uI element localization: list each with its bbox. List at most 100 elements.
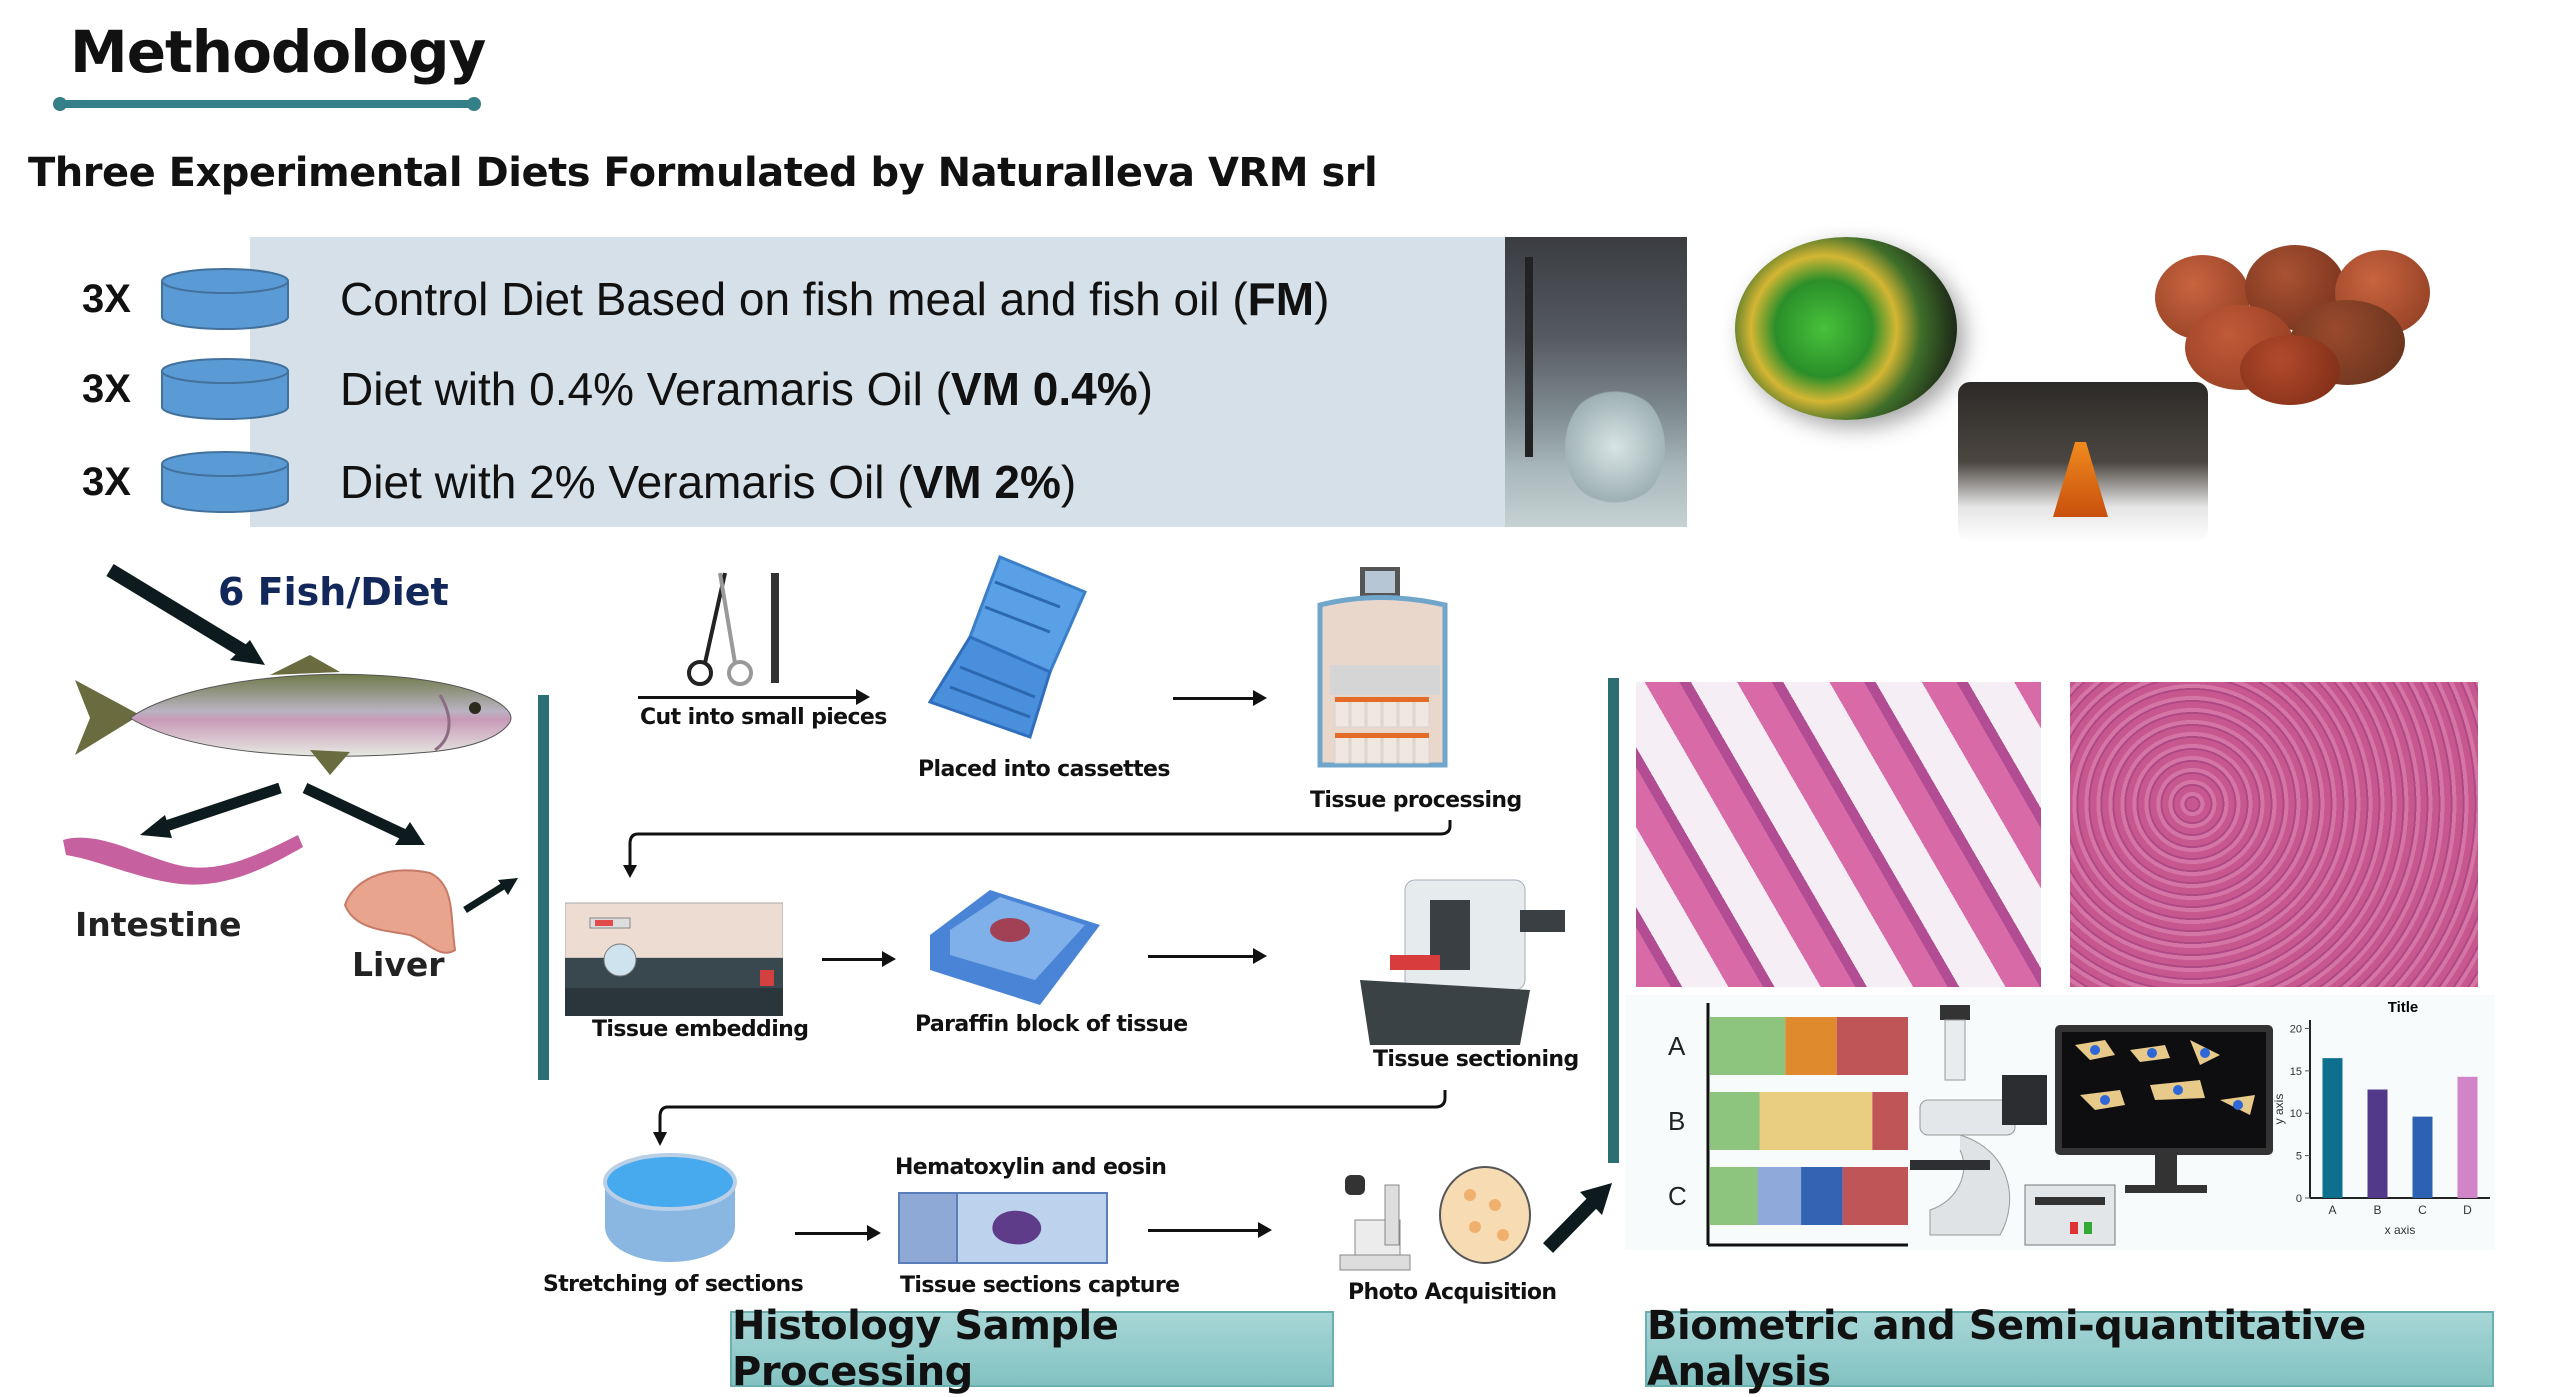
fish-count-label: 6 Fish/Diet	[218, 570, 449, 614]
step-label: Placed into cassettes	[918, 757, 1170, 782]
arrow-to-analysis-icon	[1542, 1183, 1612, 1253]
stacked-bar-segment	[1801, 1167, 1843, 1225]
aquaculture-tanks-photo	[1505, 237, 1687, 527]
stacked-bar-segment	[1757, 1167, 1802, 1225]
process-arrow	[638, 689, 870, 705]
stacked-bar-segment	[1710, 1167, 1758, 1225]
arrow-to-intestine-icon	[140, 782, 282, 838]
bar	[2367, 1089, 2388, 1198]
arrow-to-fish-icon	[106, 564, 265, 665]
diet-description: Diet with 0.4% Veramaris Oil (VM 0.4%)	[340, 363, 1153, 415]
diet-item: 3X Diet with 2% Veramaris Oil (VM 2%)	[0, 442, 1505, 522]
y-tick-label: 10	[2290, 1108, 2302, 1120]
section-divider	[1608, 678, 1619, 1163]
x-axis-label: x axis	[2385, 1223, 2416, 1237]
step-label: Cut into small pieces	[640, 705, 887, 730]
y-tick-label: 5	[2296, 1151, 2302, 1163]
step-label: Photo Acquisition	[1348, 1280, 1557, 1305]
replicate-count: 3X	[82, 459, 131, 504]
rainbow-trout-icon	[75, 655, 512, 775]
arrow-to-liver-icon	[302, 783, 425, 845]
bar	[2412, 1116, 2433, 1198]
stacked-bar-segment	[1836, 1017, 1908, 1075]
diet-item: 3X Control Diet Based on fish meal and f…	[0, 259, 1505, 339]
stacked-bar-segment	[1710, 1092, 1760, 1150]
x-tick-label: B	[2373, 1203, 2381, 1217]
step-label: Stretching of sections	[543, 1272, 804, 1297]
step-label: Tissue sections capture	[900, 1273, 1180, 1298]
row-label: C	[1668, 1181, 1687, 1211]
stain-label: Hematoxylin and eosin	[895, 1155, 1167, 1180]
paraffin-block-icon	[930, 890, 1100, 1005]
intestine-image	[63, 835, 303, 885]
tissue-cassette-icon	[927, 555, 1087, 739]
intestine-label: Intestine	[75, 905, 242, 944]
feed-tank-cylinder-icon	[161, 268, 289, 330]
vertical-bar-chart: Title 0 5 10 15 20A B C Dx axis y axis	[2272, 999, 2490, 1237]
liver-label: Liver	[352, 945, 445, 984]
diet-code: VM 2%	[912, 456, 1061, 508]
section-divider	[538, 695, 549, 1080]
diet-panel	[250, 237, 1505, 527]
y-tick-label: 0	[2296, 1193, 2302, 1205]
liver-image	[343, 869, 457, 954]
embedding-station-icon	[565, 902, 783, 1016]
stacked-bar-segment	[1759, 1092, 1873, 1150]
microtome-icon	[1360, 879, 1565, 1045]
feed-tank-cylinder-icon	[161, 358, 289, 420]
tissue-processor-icon	[1317, 567, 1448, 768]
process-arrow	[1173, 690, 1267, 706]
step-label: Tissue embedding	[592, 1017, 809, 1042]
step-label: Tissue sectioning	[1373, 1047, 1579, 1072]
stacked-bar-segment	[1842, 1167, 1908, 1225]
page-title: Methodology	[70, 18, 486, 86]
histology-section-title: Histology Sample Processing	[730, 1303, 1334, 1395]
step-label: Tissue processing	[1310, 788, 1522, 813]
row-label: A	[1668, 1031, 1686, 1061]
process-arrow	[795, 1225, 881, 1241]
orange-oil-flask-photo	[1958, 382, 2208, 542]
algae-test-tubes-photo	[1735, 237, 1957, 420]
replicate-count: 3X	[82, 366, 131, 411]
process-arrow	[822, 951, 896, 967]
diet-code: VM 0.4%	[950, 363, 1138, 415]
diet-item: 3X Diet with 0.4% Veramaris Oil (VM 0.4%…	[0, 349, 1505, 429]
stacked-bar-segment	[1785, 1017, 1837, 1075]
stacked-bar-segment	[1710, 1017, 1786, 1075]
x-tick-label: A	[2328, 1203, 2336, 1217]
process-arrow	[1148, 948, 1267, 964]
step-label: Paraffin block of tissue	[915, 1012, 1188, 1037]
glass-slide-icon	[898, 1192, 1108, 1264]
diet-list: 3X Control Diet Based on fish meal and f…	[0, 237, 1505, 527]
diet-code: FM	[1247, 273, 1315, 325]
bar	[2457, 1076, 2478, 1198]
liver-he-micrograph	[2070, 682, 2478, 987]
water-bath-icon	[603, 1153, 737, 1262]
fish-feed-pellets-photo	[2140, 230, 2460, 405]
flow-connector	[623, 820, 1452, 878]
scissors-scalpel-icon	[687, 572, 779, 686]
stacked-bar-segment	[1872, 1092, 1908, 1150]
row-label: B	[1668, 1106, 1685, 1136]
title-underline	[53, 97, 481, 111]
x-tick-label: C	[2418, 1203, 2427, 1217]
chart-title: Title	[2388, 999, 2419, 1016]
subtitle: Three Experimental Diets Formulated by N…	[28, 150, 1378, 196]
arrow-to-processing-icon	[463, 878, 518, 913]
y-tick-label: 20	[2290, 1023, 2302, 1035]
microscope-icon	[1339, 1166, 1531, 1271]
intestine-he-micrograph	[1636, 682, 2041, 987]
feed-tank-cylinder-icon	[161, 451, 289, 513]
y-tick-label: 15	[2290, 1066, 2302, 1078]
diet-description: Diet with 2% Veramaris Oil (VM 2%)	[340, 456, 1077, 508]
diet-description: Control Diet Based on fish meal and fish…	[340, 273, 1330, 325]
replicate-count: 3X	[82, 276, 131, 321]
flow-connector	[653, 1090, 1447, 1146]
y-axis-label: y axis	[2272, 1094, 2286, 1125]
analysis-section-title: Biometric and Semi-quantitative Analysis	[1645, 1303, 2494, 1395]
bar	[2322, 1058, 2343, 1198]
x-tick-label: D	[2463, 1203, 2472, 1217]
stacked-bar-chart: A B C	[1668, 1003, 1908, 1247]
process-arrow	[1148, 1222, 1272, 1238]
microscope-monitor-icon	[1910, 1005, 2273, 1246]
